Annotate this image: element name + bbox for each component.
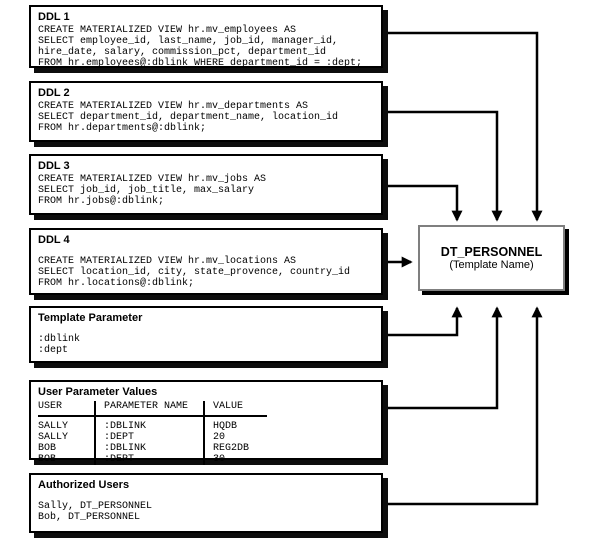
template-subtitle: (Template Name) bbox=[449, 258, 534, 271]
template-parameter-title: Template Parameter bbox=[38, 312, 143, 324]
code-line: hire_date, salary, commission_pct, depar… bbox=[38, 47, 327, 58]
cell-value: 20 bbox=[203, 432, 267, 443]
ddl4-box: DDL 4 CREATE MATERIALIZED VIEW hr.mv_loc… bbox=[29, 228, 383, 295]
user-parameter-table: USER PARAMETER NAME VALUE SALLY :DBLINK … bbox=[38, 401, 267, 465]
template-parameter-list: :dblink :dept bbox=[38, 334, 377, 356]
authorized-users-title: Authorized Users bbox=[38, 479, 130, 491]
code-line: FROM hr.locations@:dblink; bbox=[38, 278, 195, 289]
column-header-value: VALUE bbox=[203, 401, 267, 417]
cell-parameter: :DEPT bbox=[94, 454, 204, 465]
template-parameter-box: Template Parameter :dblink :dept bbox=[29, 306, 383, 363]
ddl2-box: DDL 2 CREATE MATERIALIZED VIEW hr.mv_dep… bbox=[29, 81, 383, 142]
ddl3-code: CREATE MATERIALIZED VIEW hr.mv_jobs AS S… bbox=[38, 174, 377, 207]
arrow-ddl2-to-template bbox=[383, 110, 503, 222]
authorized-user-item: Bob, DT_PERSONNEL bbox=[38, 512, 141, 523]
parameter-item: :dept bbox=[38, 345, 69, 356]
cell-value: 30 bbox=[203, 454, 267, 465]
cell-value: HQDB bbox=[203, 416, 267, 432]
arrow-authorized-users-to-template bbox=[383, 306, 543, 506]
arrow-ddl1-to-template bbox=[383, 31, 543, 222]
authorized-users-box: Authorized Users Sally, DT_PERSONNEL Bob… bbox=[29, 473, 383, 533]
ddl2-title: DDL 2 bbox=[38, 87, 70, 99]
code-line: CREATE MATERIALIZED VIEW hr.mv_departmen… bbox=[38, 101, 309, 112]
code-line: FROM hr.jobs@:dblink; bbox=[38, 196, 165, 207]
code-line: CREATE MATERIALIZED VIEW hr.mv_jobs AS bbox=[38, 174, 267, 185]
table-row: BOB :DEPT 30 bbox=[38, 454, 267, 465]
user-parameter-values-title: User Parameter Values bbox=[38, 386, 158, 398]
user-parameter-values-box: User Parameter Values USER PARAMETER NAM… bbox=[29, 380, 383, 465]
authorized-user-item: Sally, DT_PERSONNEL bbox=[38, 501, 153, 512]
ddl3-box: DDL 3 CREATE MATERIALIZED VIEW hr.mv_job… bbox=[29, 154, 383, 215]
arrow-ddl3-to-template bbox=[383, 184, 463, 222]
table-header-row: USER PARAMETER NAME VALUE bbox=[38, 401, 267, 417]
code-line: FROM hr.employees@:dblink WHERE departme… bbox=[38, 58, 363, 69]
code-line: SELECT employee_id, last_name, job_id, m… bbox=[38, 36, 339, 47]
ddl4-code: CREATE MATERIALIZED VIEW hr.mv_locations… bbox=[38, 256, 377, 289]
arrow-user-parameter-values-to-template bbox=[383, 306, 503, 410]
cell-user: SALLY bbox=[38, 421, 69, 432]
arrow-template-parameter-to-template bbox=[383, 306, 463, 337]
template-name: DT_PERSONNEL bbox=[440, 244, 543, 259]
code-line: FROM hr.departments@:dblink; bbox=[38, 123, 207, 134]
ddl1-code: CREATE MATERIALIZED VIEW hr.mv_employees… bbox=[38, 25, 377, 69]
ddl4-title: DDL 4 bbox=[38, 234, 70, 246]
table-row: SALLY :DBLINK HQDB bbox=[38, 416, 267, 432]
code-line: SELECT job_id, job_title, max_salary bbox=[38, 185, 255, 196]
cell-user: BOB bbox=[38, 443, 57, 454]
ddl2-code: CREATE MATERIALIZED VIEW hr.mv_departmen… bbox=[38, 101, 377, 134]
ddl3-title: DDL 3 bbox=[38, 160, 70, 172]
cell-parameter: :DBLINK bbox=[94, 443, 204, 454]
code-line: SELECT department_id, department_name, l… bbox=[38, 112, 339, 123]
ddl1-box: DDL 1 CREATE MATERIALIZED VIEW hr.mv_emp… bbox=[29, 5, 383, 69]
code-line: CREATE MATERIALIZED VIEW hr.mv_employees… bbox=[38, 25, 297, 36]
ddl1-title: DDL 1 bbox=[38, 11, 70, 23]
column-header-user: USER bbox=[38, 401, 95, 417]
template-name-box: DT_PERSONNEL (Template Name) bbox=[418, 225, 565, 291]
cell-value: REG2DB bbox=[203, 443, 267, 454]
cell-user: SALLY bbox=[38, 432, 69, 443]
cell-parameter: :DBLINK bbox=[94, 416, 204, 432]
code-line: CREATE MATERIALIZED VIEW hr.mv_locations… bbox=[38, 256, 297, 267]
code-line: SELECT location_id, city, state_provence… bbox=[38, 267, 351, 278]
cell-parameter: :DEPT bbox=[94, 432, 204, 443]
table-row: BOB :DBLINK REG2DB bbox=[38, 443, 267, 454]
column-header-parameter-name: PARAMETER NAME bbox=[94, 401, 204, 417]
authorized-users-list: Sally, DT_PERSONNEL Bob, DT_PERSONNEL bbox=[38, 501, 377, 523]
cell-user: BOB bbox=[38, 454, 57, 465]
table-row: SALLY :DEPT 20 bbox=[38, 432, 267, 443]
parameter-item: :dblink bbox=[38, 334, 81, 345]
